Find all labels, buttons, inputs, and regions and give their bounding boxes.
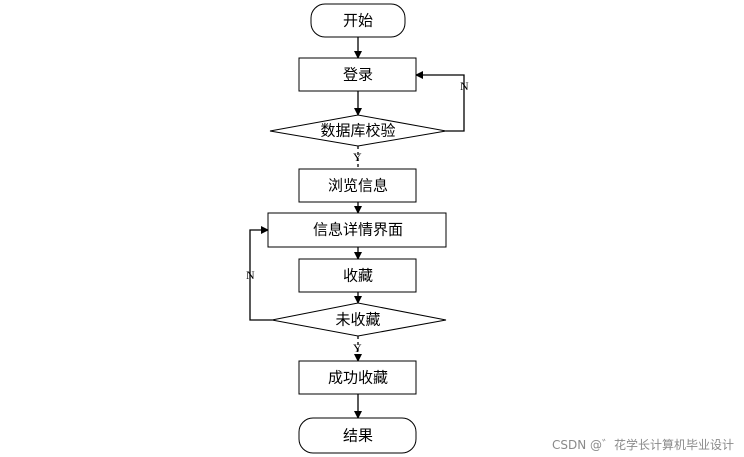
- collect-label: 收藏: [343, 267, 373, 285]
- edge-decision-no-loop: [249, 226, 272, 321]
- browse-node: 浏览信息: [298, 168, 417, 203]
- login-label: 登录: [343, 66, 373, 84]
- not-collected-decision: 未收藏: [271, 302, 447, 337]
- browse-label: 浏览信息: [328, 177, 388, 195]
- not-collected-label: 未收藏: [335, 311, 380, 329]
- success-label: 成功收藏: [328, 369, 388, 387]
- start-node: 开始: [310, 3, 406, 38]
- collect-yes-label: Y: [353, 341, 362, 355]
- db-yes-label: Y: [353, 150, 362, 164]
- collect-no-label: N: [246, 268, 255, 282]
- end-label: 结果: [343, 427, 373, 445]
- success-node: 成功收藏: [298, 360, 417, 395]
- start-label: 开始: [343, 12, 373, 30]
- edge-check-no-loop: [415, 71, 465, 132]
- login-node: 登录: [298, 57, 417, 92]
- collect-node: 收藏: [298, 258, 417, 293]
- watermark: CSDN @゛花学长计算机毕业设计: [551, 438, 734, 452]
- detail-label: 信息详情界面: [313, 221, 403, 239]
- db-no-label: N: [460, 79, 469, 93]
- end-node: 结果: [298, 417, 417, 454]
- detail-node: 信息详情界面: [267, 212, 447, 248]
- db-check-label: 数据库校验: [320, 122, 395, 140]
- db-check-decision: 数据库校验: [269, 114, 447, 147]
